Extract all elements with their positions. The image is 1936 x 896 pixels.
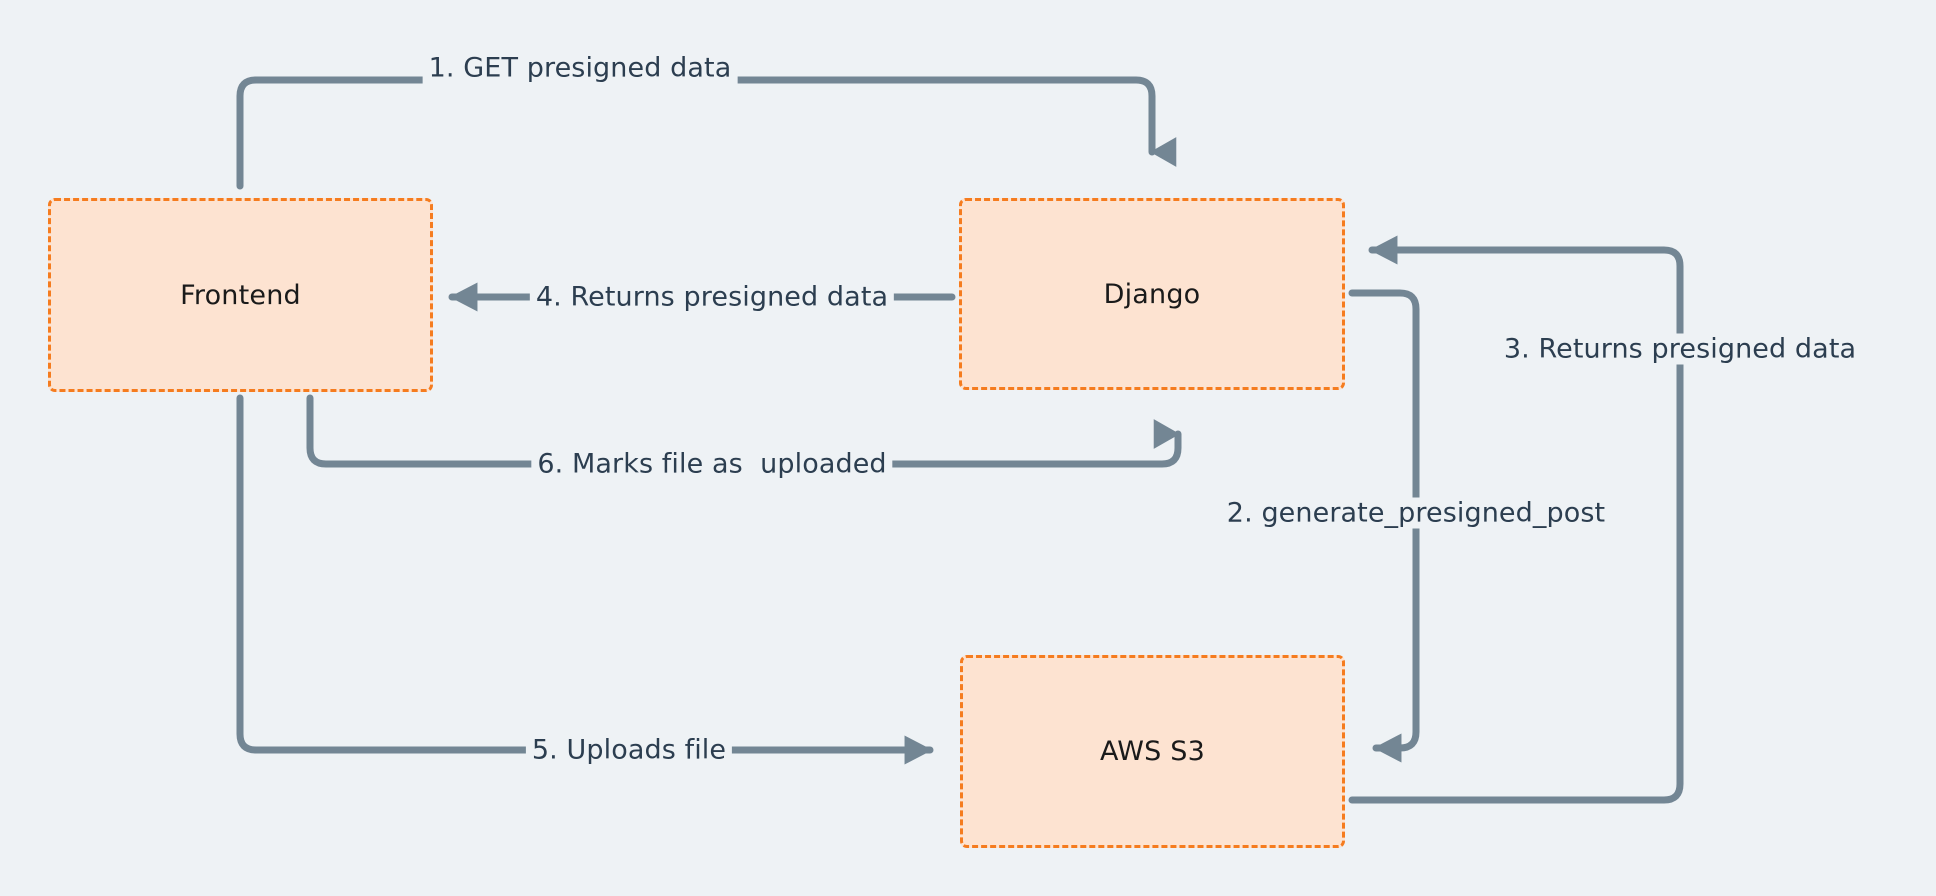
edge-path-1-get-presigned-data — [236, 76, 1177, 190]
edge-label-1-get-presigned-data: 1. GET presigned data — [422, 52, 738, 84]
node-aws-s3[interactable]: AWS S3 — [960, 655, 1345, 848]
edge-label-3-returns-presigned-data: 3. Returns presigned data — [1497, 333, 1863, 365]
edge-label-4-returns-presigned-data: 4. Returns presigned data — [529, 281, 895, 313]
edge-label-5-uploads-file: 5. Uploads file — [525, 734, 733, 766]
edge-label-6-marks-file-as-uploaded: 6. Marks file as uploaded — [531, 448, 893, 480]
edge-path-5-uploads-file — [236, 394, 934, 765]
node-django-label: Django — [1103, 278, 1201, 310]
node-aws-s3-label: AWS S3 — [1100, 736, 1205, 767]
node-frontend[interactable]: Frontend — [48, 198, 433, 392]
node-frontend-label: Frontend — [180, 279, 301, 311]
node-django[interactable]: Django — [959, 198, 1345, 390]
edge-label-2-generate-presigned-post: 2. generate_presigned_post — [1220, 497, 1612, 529]
edge-path-3-returns-presigned-data — [1348, 235, 1684, 804]
